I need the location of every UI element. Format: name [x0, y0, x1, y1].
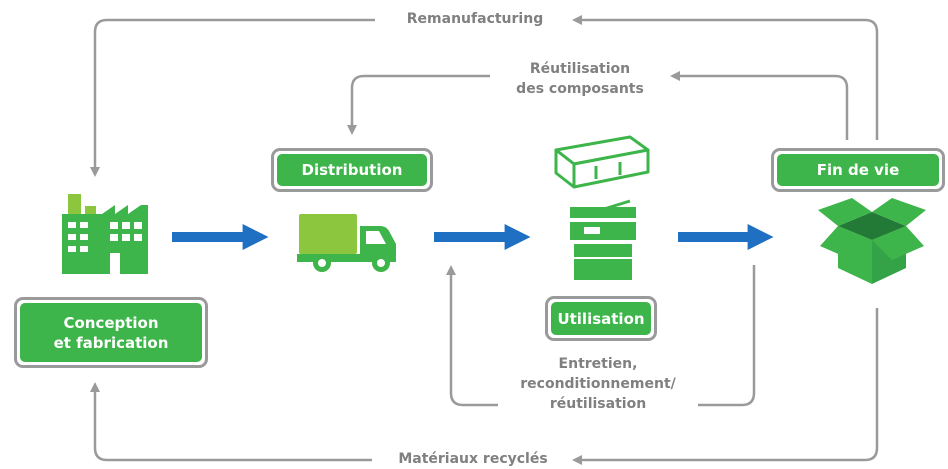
conception-label: Conception et fabrication	[20, 303, 202, 362]
printer-icon	[570, 199, 636, 280]
utilisation-box: Utilisation	[545, 296, 657, 341]
remanufacturing-loop-return	[90, 18, 375, 177]
reutilisation-label: Réutilisation des composants	[495, 59, 665, 99]
fin-de-vie-box: Fin de vie	[771, 148, 945, 192]
fin-de-vie-label: Fin de vie	[777, 154, 939, 186]
reutilisation-loop-line	[670, 71, 849, 140]
utilisation-label: Utilisation	[551, 302, 651, 335]
toner-cartridge-icon	[554, 135, 650, 189]
truck-icon	[297, 214, 396, 272]
reutilisation-loop-return	[347, 74, 490, 135]
remanufacturing-loop-line	[572, 15, 879, 140]
materiaux-loop-right	[572, 308, 879, 465]
materiaux-loop-left	[90, 382, 372, 462]
distribution-box: Distribution	[271, 148, 433, 192]
entretien-loop-left	[446, 265, 530, 407]
conception-box: Conception et fabrication	[14, 297, 208, 368]
open-box-icon	[818, 198, 926, 284]
entretien-loop-right	[657, 265, 756, 410]
factory-icon	[62, 194, 148, 274]
distribution-label: Distribution	[277, 154, 427, 186]
entretien-label: Entretien, reconditionnement/ réutilisat…	[498, 354, 698, 414]
remanufacturing-label: Remanufacturing	[385, 9, 565, 29]
materiaux-label: Matériaux recyclés	[378, 449, 568, 469]
